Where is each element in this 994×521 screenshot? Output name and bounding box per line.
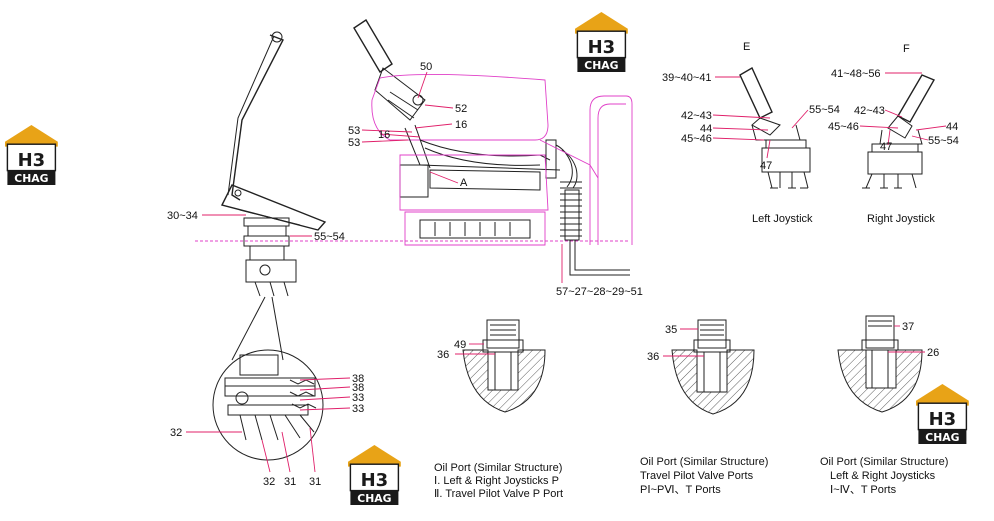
port-caption-2-line2: Travel Pilot Valve Ports bbox=[640, 470, 754, 482]
svg-text:H3: H3 bbox=[18, 150, 46, 171]
label-49: 49 bbox=[454, 339, 466, 351]
svg-text:H3: H3 bbox=[929, 409, 957, 430]
svg-text:CHAG: CHAG bbox=[357, 492, 391, 505]
joystick-f bbox=[862, 74, 936, 189]
caption-left-joystick: Left Joystick bbox=[752, 213, 813, 225]
label-31: 31 bbox=[284, 476, 296, 488]
label-32: 32 bbox=[170, 427, 182, 439]
port-detail-zoom bbox=[212, 349, 324, 461]
title-E: E bbox=[743, 41, 750, 53]
label-33: 33 bbox=[352, 403, 364, 415]
leader-lines bbox=[186, 71, 947, 473]
cab-section bbox=[353, 19, 633, 276]
port-caption-3-line3: Ⅰ~Ⅳ、T Ports bbox=[830, 484, 897, 496]
oil-port-section-3 bbox=[837, 315, 923, 413]
label-39-41: 39~40~41 bbox=[662, 72, 712, 84]
label-41-56: 41~48~56 bbox=[831, 68, 881, 80]
svg-text:CHAG: CHAG bbox=[584, 59, 618, 72]
label-57-51: 57~27~28~29~51 bbox=[556, 286, 643, 298]
label-38: 38 bbox=[352, 373, 364, 385]
port-caption-2-line3: PⅠ~PⅥ、T Ports bbox=[640, 484, 721, 496]
brand-logo: H3 CHAG bbox=[4, 124, 59, 186]
label-26: 26 bbox=[927, 347, 939, 359]
port-caption-3-title: Oil Port (Similar Structure) bbox=[820, 456, 948, 468]
part-labels: 30~34 55~54 50 52 53 16 16 53 A 57~27~28… bbox=[167, 41, 959, 488]
title-F: F bbox=[903, 43, 910, 55]
label-30-34: 30~34 bbox=[167, 210, 198, 222]
label-A: A bbox=[460, 177, 468, 189]
label-36: 36 bbox=[437, 349, 449, 361]
port-caption-3-line2: Left & Right Joysticks bbox=[830, 470, 936, 482]
oil-port-section-1 bbox=[462, 319, 546, 413]
svg-text:CHAG: CHAG bbox=[925, 431, 959, 444]
label-16: 16 bbox=[455, 119, 467, 131]
label-42-43: 42~43 bbox=[681, 110, 712, 122]
label-52: 52 bbox=[455, 103, 467, 115]
port-caption-1-line3: Ⅱ. Travel Pilot Valve P Port bbox=[434, 488, 563, 500]
label-55-54: 55~54 bbox=[928, 135, 959, 147]
label-53: 53 bbox=[348, 137, 360, 149]
label-47: 47 bbox=[760, 160, 772, 172]
label-32: 32 bbox=[263, 476, 275, 488]
label-55-54: 55~54 bbox=[314, 231, 345, 243]
port-caption-1-line2: Ⅰ. Left & Right Joysticks P bbox=[434, 475, 559, 487]
label-44: 44 bbox=[700, 123, 712, 135]
label-53: 53 bbox=[348, 125, 360, 137]
port-caption-2-title: Oil Port (Similar Structure) bbox=[640, 456, 768, 468]
label-44: 44 bbox=[946, 121, 958, 133]
label-31: 31 bbox=[309, 476, 321, 488]
port-captions: Oil Port (Similar Structure) Ⅰ. Left & R… bbox=[434, 456, 948, 500]
brand-logo: H3 CHAG bbox=[347, 444, 402, 506]
caption-right-joystick: Right Joystick bbox=[867, 213, 935, 225]
port-caption-1-title: Oil Port (Similar Structure) bbox=[434, 462, 562, 474]
label-33: 33 bbox=[352, 392, 364, 404]
travel-pilot-valve bbox=[220, 31, 327, 361]
label-35: 35 bbox=[665, 324, 677, 336]
joystick-e bbox=[739, 67, 811, 189]
label-45-46: 45~46 bbox=[681, 133, 712, 145]
label-16: 16 bbox=[378, 129, 390, 141]
label-36: 36 bbox=[647, 351, 659, 363]
label-38: 38 bbox=[352, 382, 364, 394]
label-47: 47 bbox=[880, 141, 892, 153]
label-55-54: 55~54 bbox=[809, 104, 840, 116]
label-50: 50 bbox=[420, 61, 432, 73]
brand-logo: H3 CHAG bbox=[915, 383, 970, 445]
label-45-46: 45~46 bbox=[828, 121, 859, 133]
svg-text:CHAG: CHAG bbox=[14, 172, 48, 185]
label-37: 37 bbox=[902, 321, 914, 333]
brand-logo: H3 CHAG bbox=[574, 11, 629, 73]
svg-text:H3: H3 bbox=[361, 470, 389, 491]
oil-port-section-2 bbox=[671, 319, 755, 415]
svg-text:H3: H3 bbox=[588, 37, 616, 58]
label-42-43: 42~43 bbox=[854, 105, 885, 117]
